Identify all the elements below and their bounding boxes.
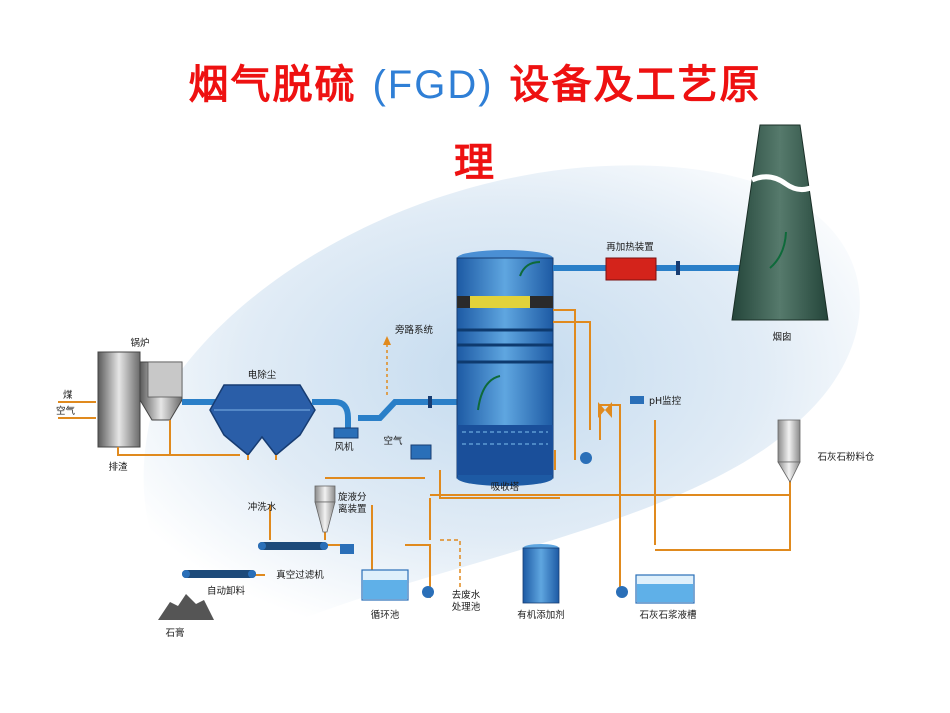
title-abbr: (FGD) bbox=[372, 63, 494, 107]
slag-line bbox=[117, 420, 240, 456]
feed-lines bbox=[58, 401, 96, 419]
label-esp: 电除尘 bbox=[248, 369, 277, 381]
control-valve bbox=[598, 402, 612, 418]
reheater bbox=[605, 257, 657, 281]
hydrocyclone bbox=[314, 485, 336, 533]
damper bbox=[428, 396, 432, 408]
label-boiler: 锅炉 bbox=[130, 337, 149, 349]
slurry-lines bbox=[255, 309, 791, 600]
page-title: 烟气脱硫 (FGD) 设备及工艺原 bbox=[0, 52, 950, 110]
label-bypass: 旁路系统 bbox=[395, 324, 434, 336]
label-gypsum: 石膏 bbox=[165, 627, 184, 639]
label-slag: 排渣 bbox=[108, 461, 128, 473]
label-cyclone-2: 离装置 bbox=[338, 503, 367, 515]
label-absorber: 吸收塔 bbox=[491, 481, 520, 493]
limestone-silo bbox=[777, 419, 801, 483]
label-wash-water: 冲洗水 bbox=[248, 501, 277, 513]
label-vacuum-filter: 真空过滤机 bbox=[276, 569, 324, 581]
ph-sensor bbox=[630, 396, 644, 404]
chimney bbox=[731, 124, 829, 321]
label-ph: pH监控 bbox=[649, 395, 682, 407]
label-recycle-tank: 循环池 bbox=[371, 609, 400, 621]
fan-body bbox=[333, 427, 359, 439]
flow-arrow-out bbox=[519, 261, 541, 277]
electrostatic-precipitator bbox=[209, 384, 316, 457]
air-blower bbox=[410, 444, 432, 460]
label-additive: 有机添加剂 bbox=[517, 609, 565, 621]
flow-arrow-in bbox=[477, 375, 501, 411]
label-silo: 石灰石粉料仓 bbox=[817, 451, 875, 463]
recycle-tank bbox=[361, 569, 434, 601]
label-air-in: 空气 bbox=[56, 405, 76, 417]
absorber-tower bbox=[456, 250, 554, 486]
vacuum-filter bbox=[258, 542, 354, 554]
label-wastewater-1: 去废水 bbox=[452, 589, 481, 601]
label-cyclone-1: 旋液分 bbox=[338, 491, 367, 503]
esp-ash bbox=[247, 455, 277, 460]
additive-tank bbox=[522, 544, 560, 604]
title-suffix: 设备及工艺原 bbox=[493, 62, 762, 108]
recycle-pump bbox=[580, 452, 592, 464]
title-prefix: 烟气脱硫 bbox=[188, 62, 373, 108]
page-title-line2: 理 bbox=[454, 140, 496, 186]
gas-pipe-2 bbox=[312, 399, 351, 428]
label-reheater: 再加热装置 bbox=[606, 241, 654, 253]
chimney-flow-arrow bbox=[769, 231, 787, 269]
gypsum-pile bbox=[158, 594, 214, 620]
label-wastewater-2: 处理池 bbox=[452, 601, 481, 613]
label-coal: 煤 bbox=[63, 389, 73, 401]
label-slurry-tank: 石灰石浆液槽 bbox=[639, 609, 697, 621]
label-auto-unload: 自动卸料 bbox=[207, 585, 246, 597]
label-chimney: 烟囱 bbox=[772, 331, 791, 343]
bypass-arrow bbox=[383, 336, 391, 345]
gas-pipe-3 bbox=[358, 399, 458, 421]
limestone-slurry-tank bbox=[616, 574, 695, 604]
label-air: 空气 bbox=[383, 435, 403, 447]
label-fan: 风机 bbox=[334, 441, 354, 453]
auto-unload-belt bbox=[182, 570, 256, 578]
damper-2 bbox=[676, 261, 680, 275]
